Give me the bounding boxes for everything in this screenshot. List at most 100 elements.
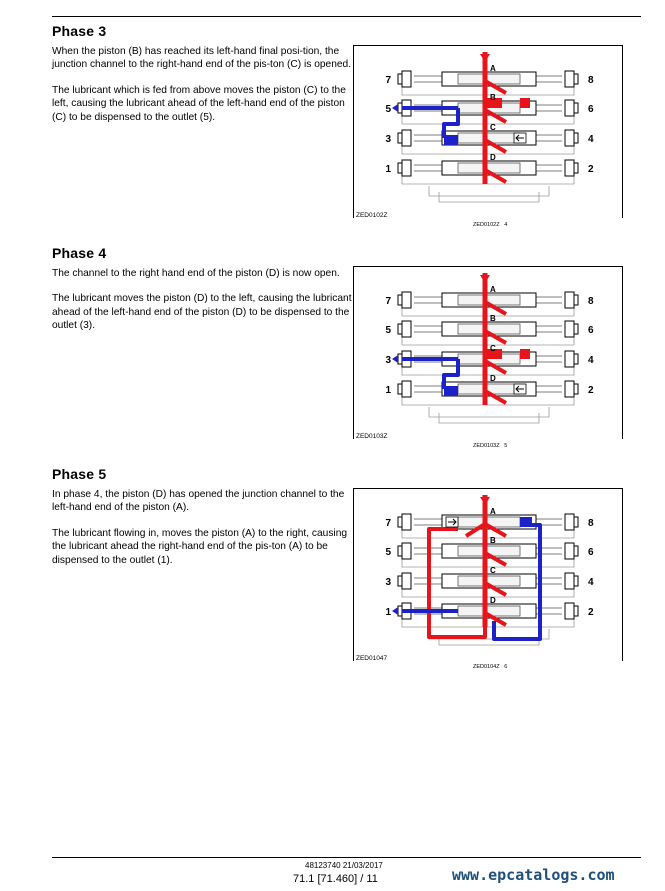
phase-paragraph: The channel to the right hand end of the… — [52, 268, 340, 279]
bottom-channel — [438, 192, 540, 203]
outlet-label-left: 5 — [385, 104, 391, 115]
piston-label: A — [490, 64, 496, 73]
left-connection-line — [414, 104, 444, 112]
outlet-label-right: 8 — [588, 518, 594, 529]
outlet-fitting-left — [401, 320, 412, 338]
outlet-label-left: 3 — [385, 577, 391, 588]
outflow-channel — [442, 108, 460, 138]
piston-label: C — [490, 123, 496, 132]
outlet-label-right: 6 — [588, 325, 594, 336]
phase-5-section: Phase 5 In phase 4, the piston (D) has o… — [52, 466, 352, 579]
figure-reference: ZED0103Z 5 — [473, 443, 508, 449]
outlet-fitting-right — [564, 320, 575, 338]
phase-3-section: Phase 3 When the piston (B) has reached … — [52, 23, 352, 136]
arrow-left-icon — [515, 134, 524, 142]
figure-reference: ZED0104Z 6 — [473, 664, 508, 670]
outlet-nipple-right — [573, 323, 579, 335]
phase-title: Phase 3 — [52, 23, 107, 39]
return-channel — [401, 335, 575, 346]
bottom-channel — [428, 186, 550, 197]
outlet-label-right: 6 — [588, 547, 594, 558]
feed-arrow-icon — [480, 54, 490, 62]
outlet-nipple-left — [397, 132, 403, 144]
pressure-branch — [484, 389, 507, 405]
pressure-branch — [464, 522, 487, 538]
outlet-label-left: 1 — [385, 385, 391, 396]
return-channel — [401, 144, 575, 155]
piston-label: B — [490, 536, 496, 545]
right-connection-line — [534, 75, 562, 83]
outlet-fitting-left — [401, 159, 412, 177]
outlet-label-left: 3 — [385, 355, 391, 366]
right-connection-line — [534, 325, 562, 333]
pressure-branch — [484, 138, 507, 154]
pressure-branch — [484, 611, 507, 627]
left-connection-line — [414, 75, 444, 83]
right-connection-line — [534, 296, 562, 304]
right-connection-line — [534, 104, 562, 112]
feed-arrow-icon — [480, 497, 490, 505]
outlet-fitting-right — [564, 291, 575, 309]
outflow-channel — [442, 359, 460, 389]
outlet-arrow-icon — [392, 104, 398, 112]
left-connection-line — [414, 518, 444, 526]
outlet-label-right: 4 — [588, 134, 594, 145]
phase-4-section: Phase 4 The channel to the right hand en… — [52, 245, 352, 345]
outlet-label-right: 4 — [588, 577, 594, 588]
outlet-nipple-left — [397, 605, 403, 617]
outlet-nipple-left — [397, 545, 403, 557]
outlet-nipple-left — [397, 323, 403, 335]
return-channel — [401, 174, 575, 185]
pressurized-chamber — [486, 349, 502, 359]
outlet-label-right: 4 — [588, 355, 594, 366]
phase-paragraph: The lubricant which is fed from above mo… — [52, 84, 346, 123]
left-connection-line — [414, 134, 444, 142]
outlet-nipple-right — [573, 294, 579, 306]
return-channel — [401, 114, 575, 125]
outlet-fitting-left — [401, 129, 412, 147]
pressure-branch — [484, 108, 507, 124]
watermark: www.epcatalogs.com — [452, 866, 615, 884]
pressure-branch — [484, 79, 507, 95]
outlet-arrow-icon — [392, 607, 398, 615]
pressure-branch — [484, 581, 507, 597]
outlet-nipple-right — [573, 132, 579, 144]
right-connection-line — [534, 134, 562, 142]
figure-reference: ZED0102Z 4 — [473, 222, 508, 228]
return-channel — [401, 557, 575, 568]
outlet-fitting-right — [564, 513, 575, 531]
outlet-label-right: 6 — [588, 104, 594, 115]
piston-label: D — [490, 596, 496, 605]
pressure-branch — [484, 168, 507, 184]
return-channel — [401, 617, 575, 628]
return-channel — [401, 587, 575, 598]
outlet-nipple-left — [397, 575, 403, 587]
outlet-label-right: 8 — [588, 296, 594, 307]
piston-label: C — [490, 566, 496, 575]
outlet-fitting-left — [401, 542, 412, 560]
outlet-fitting-left — [401, 380, 412, 398]
right-connection-line — [534, 164, 562, 172]
return-channel — [401, 528, 575, 539]
outlet-nipple-left — [397, 383, 403, 395]
outlet-nipple-left — [397, 102, 403, 114]
outlet-fitting-right — [564, 602, 575, 620]
outlet-label-left: 1 — [385, 164, 391, 175]
piston-label: A — [490, 507, 496, 516]
return-channel — [401, 395, 575, 406]
piston-label: C — [490, 344, 496, 353]
pressure-branch — [484, 300, 507, 316]
outlet-label-left: 7 — [385, 75, 391, 86]
outlet-nipple-left — [397, 353, 403, 365]
outlet-label-left: 3 — [385, 134, 391, 145]
phase-paragraph: In phase 4, the piston (D) has opened th… — [52, 489, 345, 514]
page-number: 71.1 [71.460] / 11 — [293, 873, 378, 885]
outlet-label-left: 5 — [385, 325, 391, 336]
outflow-chamber — [444, 135, 458, 145]
pressure-branch — [484, 329, 507, 345]
outlet-label-left: 7 — [385, 296, 391, 307]
